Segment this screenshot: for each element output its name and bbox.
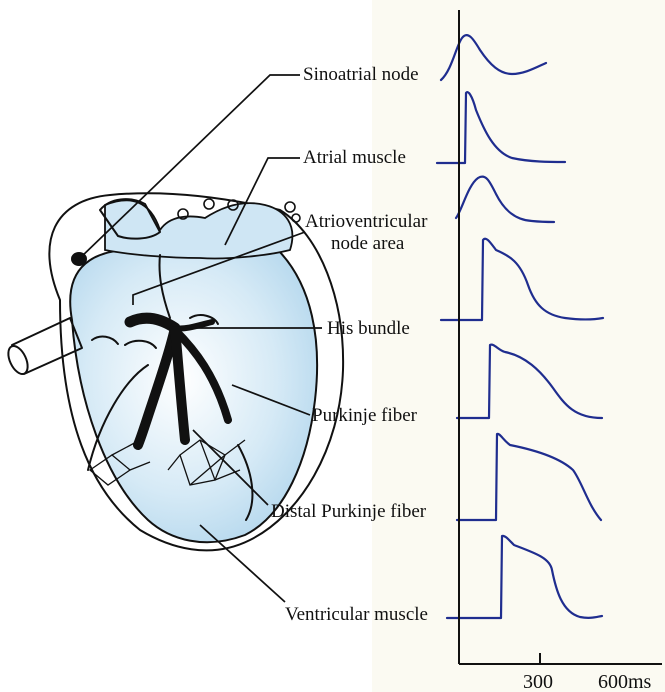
trace-distal-purkinje — [457, 434, 601, 520]
trace-av-node — [456, 177, 554, 222]
heart-illustration — [4, 193, 343, 550]
label-atrial-muscle: Atrial muscle — [303, 147, 406, 168]
trace-sinoatrial — [441, 35, 546, 80]
tick-label-300: 300 — [523, 671, 553, 692]
label-ventricular-muscle: Ventricular muscle — [285, 604, 428, 625]
label-av-line2: node area — [331, 233, 405, 254]
tick-label-600: 600ms — [598, 671, 652, 692]
trace-his-bundle — [441, 239, 603, 320]
label-his-bundle: His bundle — [327, 318, 410, 339]
trace-atrial — [437, 92, 565, 163]
label-purkinje-fiber: Purkinje fiber — [312, 405, 418, 426]
label-av-line1: Atrioventricular — [305, 211, 428, 232]
label-distal-purkinje: Distal Purkinje fiber — [271, 501, 427, 522]
trace-ventricular-muscle — [447, 536, 602, 618]
action-potential-traces — [437, 35, 603, 618]
heart-inner-myocardium — [70, 246, 317, 542]
atrial-region — [105, 200, 292, 258]
label-sinoatrial-node: Sinoatrial node — [303, 64, 419, 85]
trace-purkinje-fiber — [457, 345, 602, 418]
